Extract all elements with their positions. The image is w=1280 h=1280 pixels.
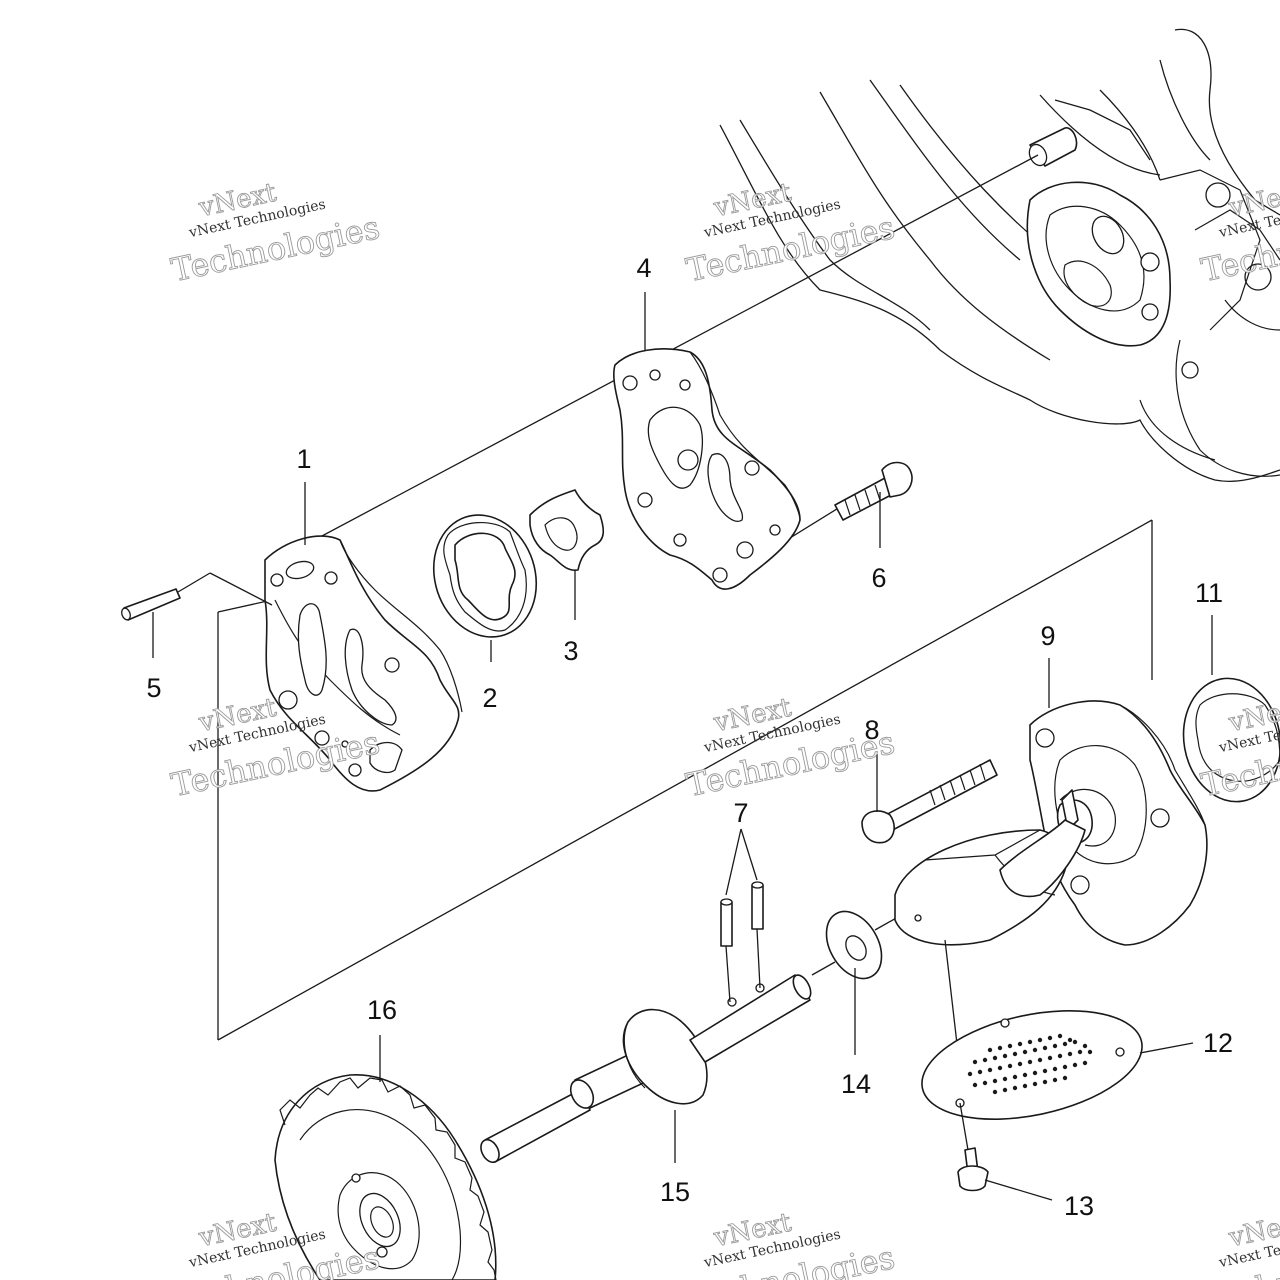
watermark: vNext vNext Technologies Technologies: [167, 177, 383, 290]
callout-1: 1: [296, 444, 311, 474]
screen-mesh: [967, 1033, 1093, 1095]
svg-text:vNext Technologies: vNext Technologies: [187, 197, 327, 242]
svg-text:vNext: vNext: [195, 693, 279, 739]
part-7-pins: [720, 881, 764, 947]
part-3-inner-rotor: [529, 489, 605, 571]
callout-3: 3: [563, 636, 578, 666]
svg-text:vNext Technologies: vNext Technologies: [702, 197, 842, 242]
svg-text:vNext: vNext: [710, 693, 794, 739]
svg-text:vNext: vNext: [195, 1208, 279, 1254]
svg-text:Technologies: Technologies: [168, 208, 383, 289]
callout-labels: 1 2 3 4 5 6 7 8 9 11 12 13 14 15 16: [146, 253, 1233, 1221]
callout-2: 2: [482, 683, 497, 713]
part-4-pump-cover: [613, 348, 801, 590]
callout-6: 6: [871, 563, 886, 593]
part-9-pump-body: [1029, 700, 1208, 946]
part-8-bolt: [861, 759, 998, 844]
callout-11: 11: [1195, 578, 1223, 608]
svg-text:vNext: vNext: [1225, 178, 1280, 224]
leader-lines: [152, 292, 1213, 1201]
part-6-bolt: [834, 461, 913, 521]
svg-text:vNext: vNext: [195, 178, 279, 224]
callout-9: 9: [1040, 621, 1055, 651]
watermark: vNext vNext Technologies Technologies: [682, 177, 898, 290]
part-14-washer: [825, 910, 883, 980]
part-1-pump-housing: [264, 535, 463, 792]
callout-8: 8: [864, 715, 879, 745]
watermark: vNext vNext Technologies Technologies: [682, 1207, 898, 1280]
callout-14: 14: [841, 1069, 871, 1099]
callout-13: 13: [1064, 1191, 1094, 1221]
callout-5: 5: [146, 673, 161, 703]
part-13-screw: [957, 1147, 989, 1192]
part-2-outer-rotor: [432, 514, 538, 638]
callout-16: 16: [367, 995, 397, 1025]
watermark: vNext vNext Technologies Technologies: [1197, 1207, 1280, 1280]
svg-text:vNext Technologies: vNext Technologies: [1217, 1227, 1280, 1272]
svg-text:vNext: vNext: [710, 178, 794, 224]
gear-teeth: [279, 1077, 497, 1280]
svg-text:vNext: vNext: [710, 1208, 794, 1254]
part-11-rotor: [1182, 677, 1280, 803]
part-15-drive-shaft: [480, 928, 836, 1164]
svg-text:vNext: vNext: [1225, 1208, 1280, 1254]
part-12-strainer-screen: [921, 1010, 1143, 1151]
engine-block: [719, 28, 1280, 482]
part-16-gear: [274, 1074, 497, 1280]
callout-7: 7: [733, 798, 748, 828]
svg-text:Technologies: Technologies: [1198, 1238, 1280, 1280]
svg-text:Technologies: Technologies: [683, 208, 898, 289]
svg-text:vNext Technologies: vNext Technologies: [702, 712, 842, 757]
callout-12: 12: [1203, 1028, 1233, 1058]
callout-15: 15: [660, 1177, 690, 1207]
svg-text:vNext Technologies: vNext Technologies: [702, 1227, 842, 1272]
callout-4: 4: [636, 253, 651, 283]
part-5-dowel-pin: [121, 572, 273, 621]
strainer-housing: [894, 819, 1086, 1071]
svg-text:Technologies: Technologies: [683, 1238, 898, 1280]
